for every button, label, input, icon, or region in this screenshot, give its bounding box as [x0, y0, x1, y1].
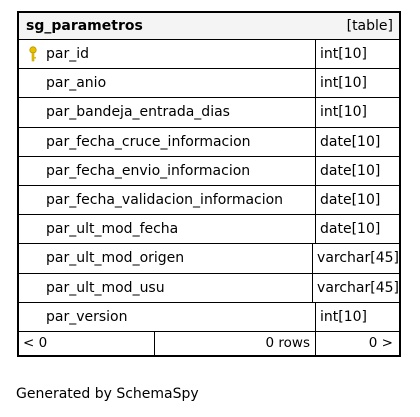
column-row[interactable]: par_fecha_cruce_informacion date[10] [19, 127, 399, 157]
column-name: par_fecha_validacion_informacion [46, 192, 284, 209]
column-type: varchar[45] [317, 279, 399, 296]
column-name-cell: par_ult_mod_origen [19, 244, 314, 273]
column-type: date[10] [320, 162, 381, 179]
column-row[interactable]: par_ult_mod_fecha date[10] [19, 215, 399, 245]
column-name: par_fecha_envio_informacion [46, 162, 251, 179]
column-name: par_version [46, 308, 128, 325]
column-name-cell: par_id [19, 40, 316, 69]
column-type: date[10] [320, 192, 381, 209]
column-type: int[10] [320, 308, 367, 325]
column-name: par_ult_mod_fecha [46, 221, 179, 238]
column-row[interactable]: par_fecha_envio_informacion date[10] [19, 156, 399, 186]
column-name: par_anio [46, 75, 107, 92]
column-row[interactable]: par_version int[10] [19, 302, 399, 332]
table-footer: < 0 0 rows 0 > [19, 331, 399, 355]
column-row[interactable]: par_ult_mod_origen varchar[45] [19, 244, 399, 274]
column-type: varchar[45] [317, 250, 399, 267]
column-name: par_id [46, 46, 89, 63]
column-name-cell: par_fecha_envio_informacion [19, 156, 316, 185]
column-type: int[10] [320, 75, 367, 92]
column-row[interactable]: par_id int[10] [19, 40, 399, 70]
column-name-cell: par_anio [19, 69, 316, 98]
parents-count[interactable]: < 0 [19, 331, 155, 355]
column-row[interactable]: par_anio int[10] [19, 69, 399, 99]
column-name-cell: par_bandeja_entrada_dias [19, 98, 316, 127]
column-row[interactable]: par_fecha_validacion_informacion date[10] [19, 185, 399, 216]
column-row[interactable]: par_bandeja_entrada_dias int[10] [19, 98, 399, 128]
column-name: par_ult_mod_usu [46, 279, 165, 296]
column-name-cell: par_ult_mod_usu [19, 273, 314, 302]
column-name-cell: par_fecha_cruce_informacion [19, 127, 316, 156]
table-header: sg_parametros [table] [19, 13, 399, 40]
column-name-cell: par_ult_mod_fecha [19, 215, 316, 244]
table-kind-label: [table] [346, 18, 393, 34]
column-type: date[10] [320, 221, 381, 238]
column-type: int[10] [320, 46, 367, 63]
column-type: date[10] [320, 133, 381, 150]
children-count[interactable]: 0 > [368, 335, 393, 352]
column-name: par_bandeja_entrada_dias [46, 104, 230, 121]
column-row[interactable]: par_ult_mod_usu varchar[45] [19, 273, 399, 303]
column-name-cell: par_fecha_validacion_informacion [19, 185, 316, 215]
column-name: par_fecha_cruce_informacion [46, 133, 251, 150]
key-icon [29, 46, 37, 62]
column-type: int[10] [320, 104, 367, 121]
column-name-cell: par_version [19, 302, 316, 331]
column-name: par_ult_mod_origen [46, 250, 185, 267]
generated-by-text: Generated by SchemaSpy [16, 386, 199, 402]
table-name[interactable]: sg_parametros [26, 18, 143, 34]
row-count: 0 rows [155, 331, 316, 355]
